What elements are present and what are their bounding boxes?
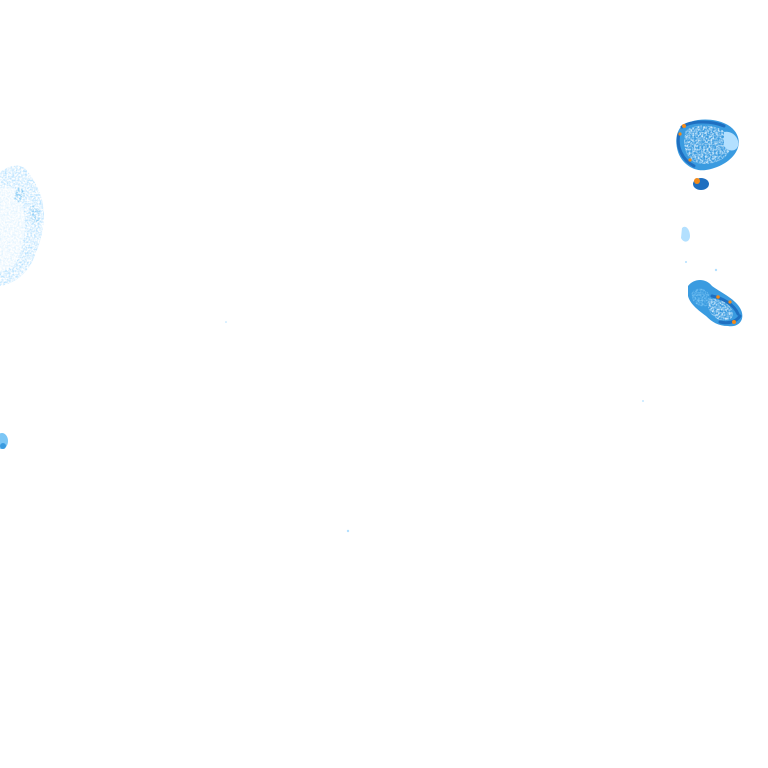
west-edge-cell bbox=[0, 165, 44, 286]
west-small-echo bbox=[0, 433, 8, 449]
clutter-specks bbox=[225, 261, 718, 533]
northeast-cell bbox=[676, 119, 739, 171]
east-cell bbox=[688, 280, 743, 327]
east-small-echo bbox=[681, 226, 690, 242]
northeast-core bbox=[693, 178, 709, 190]
